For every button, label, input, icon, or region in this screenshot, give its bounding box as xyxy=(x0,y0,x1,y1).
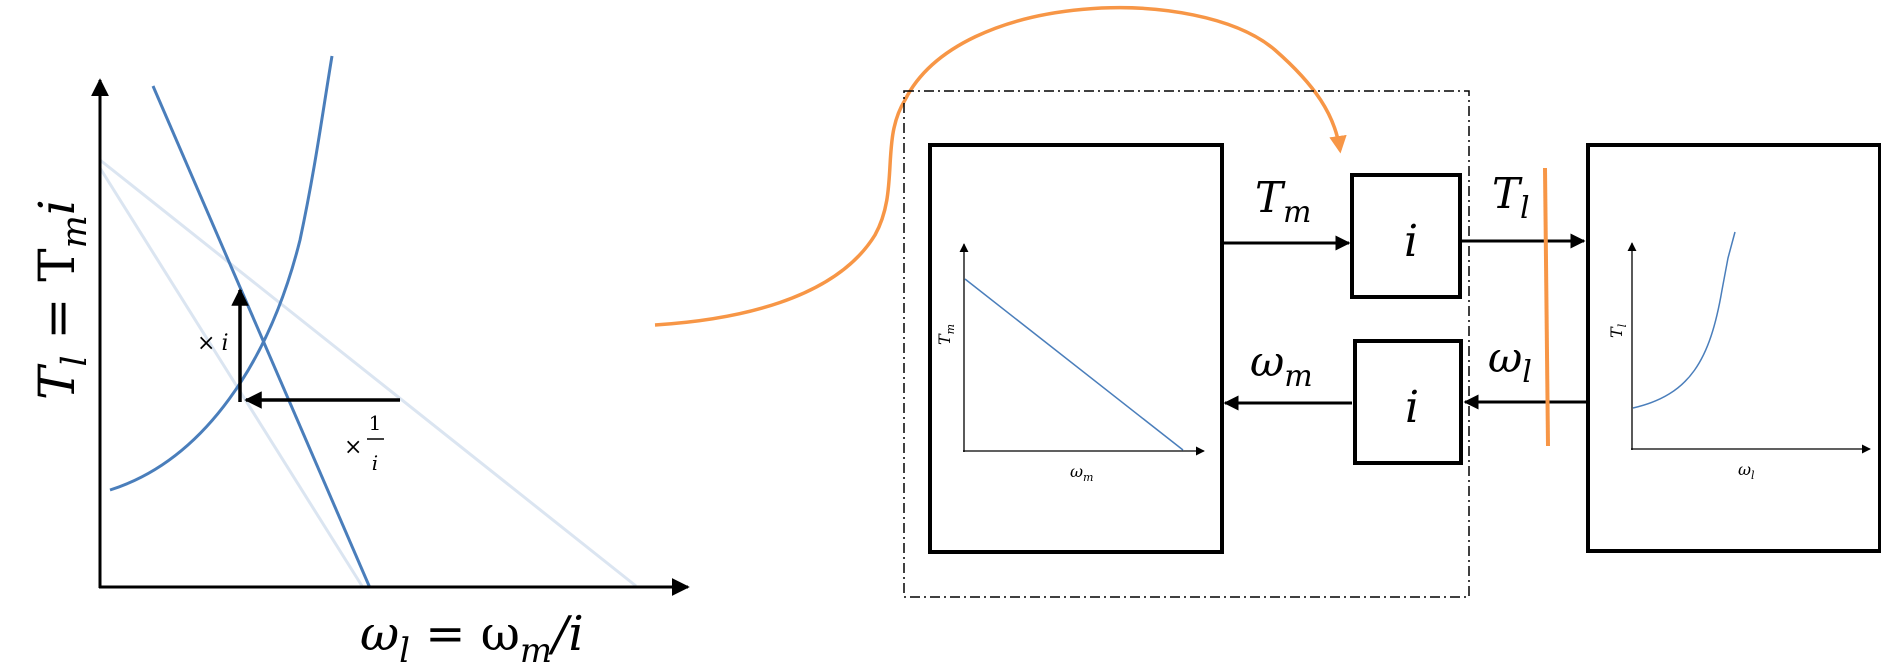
svg-text:i: i xyxy=(1405,382,1419,433)
faded-load-line-outer xyxy=(99,158,637,588)
load-characteristic-curve xyxy=(109,55,334,492)
gear-ratio-block-bottom: i xyxy=(1353,339,1463,465)
motor-torque-speed-line xyxy=(964,278,1184,451)
motor-torque-label: Tm xyxy=(1255,173,1311,230)
load-speed-label: ωl xyxy=(1488,333,1532,390)
motor-gearbox-boundary xyxy=(903,90,1470,598)
load-torque-speed-curve xyxy=(1632,231,1736,409)
motor-plot-x-label: ωm xyxy=(1070,462,1093,484)
motor-characteristic-line xyxy=(151,85,372,589)
motor-block: Tm ωm xyxy=(928,143,1224,554)
svg-text:×: × xyxy=(344,435,362,460)
svg-text:i: i xyxy=(372,451,378,475)
motor-speed-label: ωm xyxy=(1250,337,1313,394)
operating-point-plot: ×i × 1 i Tl = Tmi ωl = ωm/i xyxy=(28,55,690,667)
x-axis-label: ωl = ωm/i xyxy=(360,606,584,667)
times-one-over-i-label: × 1 i xyxy=(344,411,384,475)
load-block: Tl ωl xyxy=(1586,143,1881,553)
gear-ratio-block-top: i xyxy=(1350,173,1462,299)
zoom-connector-arrow xyxy=(654,6,1347,327)
interface-cut-line xyxy=(1543,167,1550,447)
load-plot-x-label: ωl xyxy=(1738,460,1755,482)
faded-load-line-inner xyxy=(98,167,364,587)
svg-text:1: 1 xyxy=(369,411,382,435)
times-i-label: ×i xyxy=(197,331,228,356)
load-torque-label: Tl xyxy=(1492,169,1530,226)
motor-plot-y-label: Tm xyxy=(935,324,957,345)
svg-text:i: i xyxy=(1404,216,1418,267)
load-plot-y-label: Tl xyxy=(1607,323,1629,338)
y-axis-label: Tl = Tmi xyxy=(28,199,95,400)
